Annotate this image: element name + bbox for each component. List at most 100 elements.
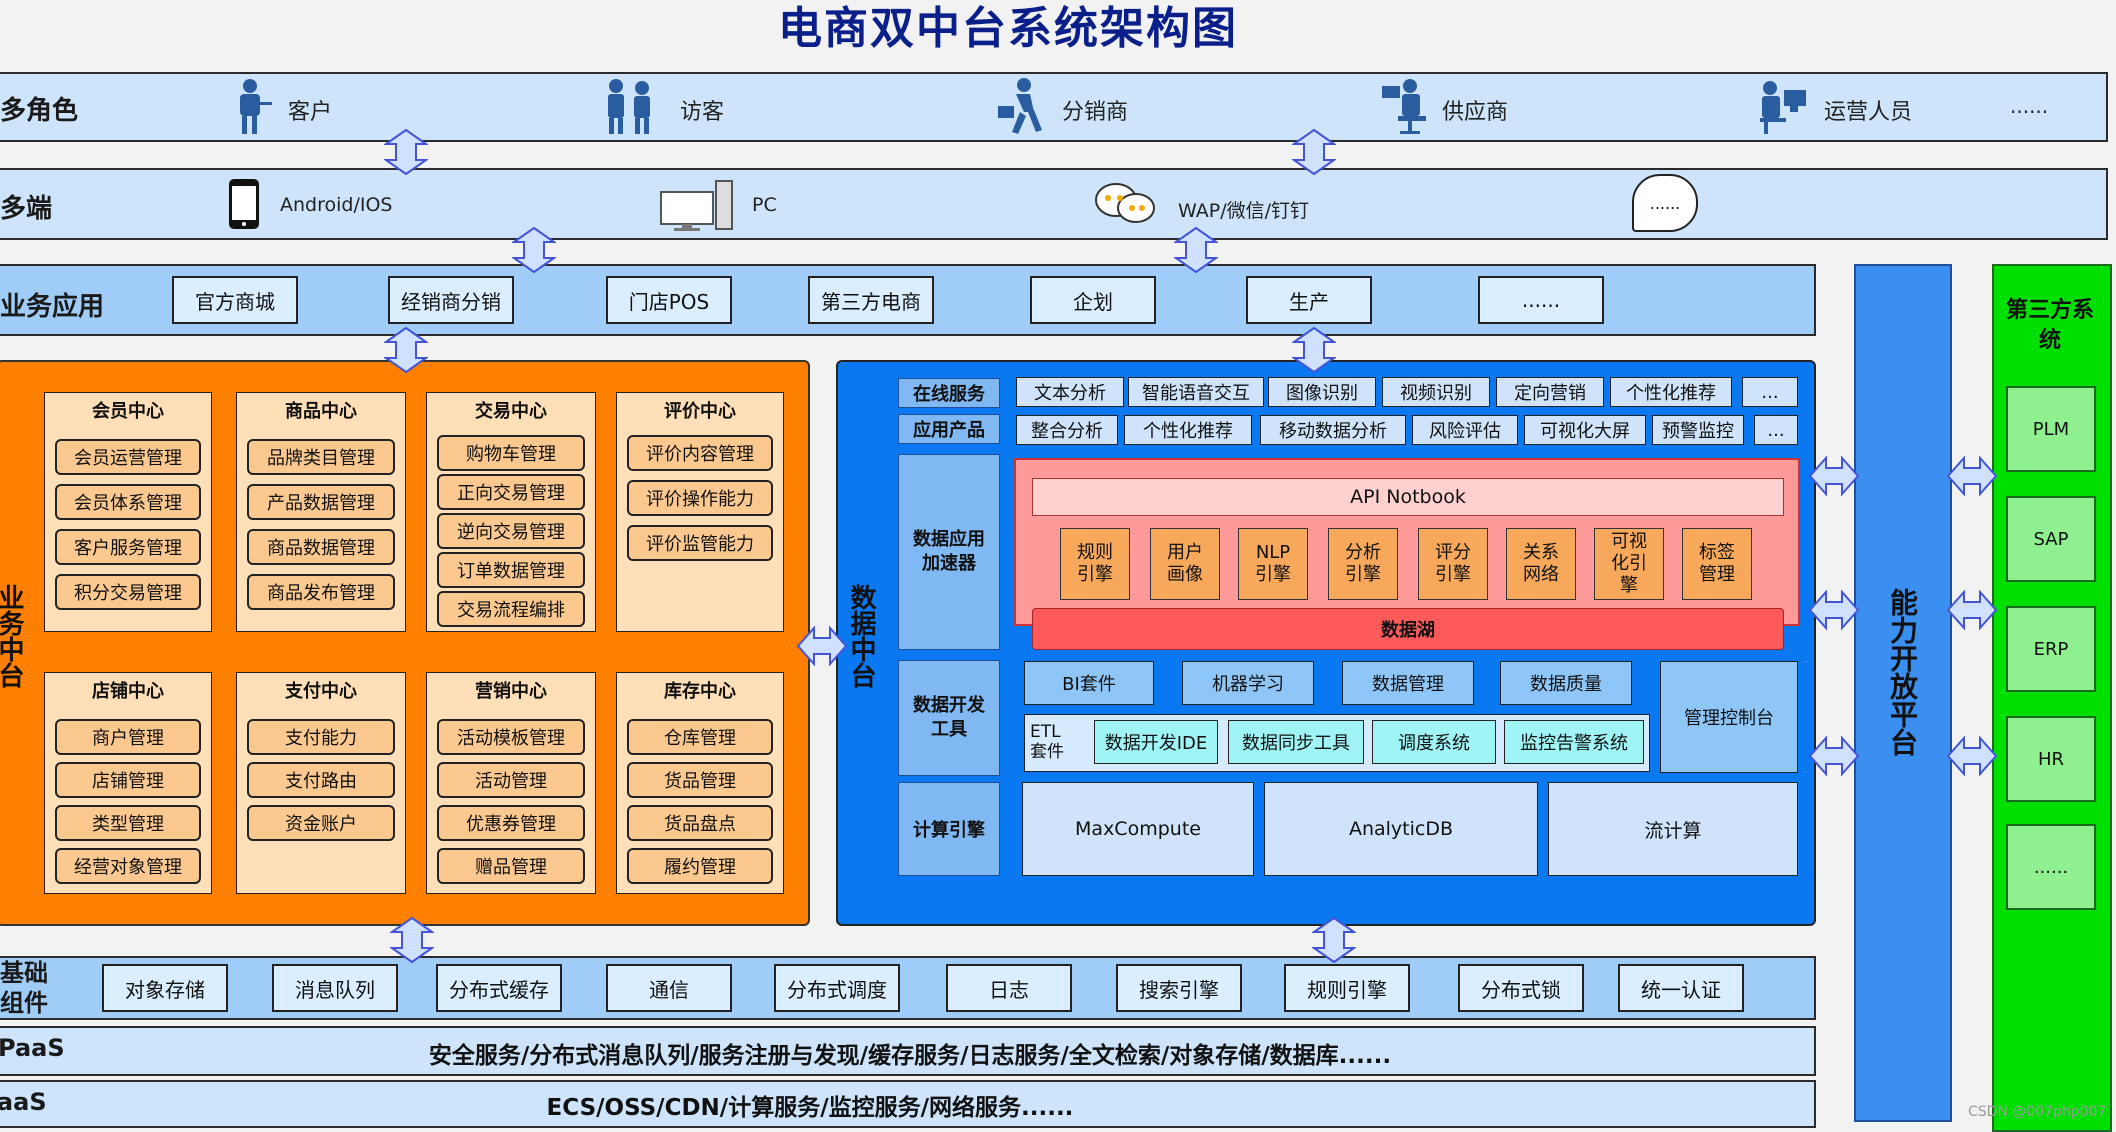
compute-maxcompute[interactable]: MaxCompute bbox=[1022, 782, 1254, 876]
inventory-item[interactable]: 仓库管理 bbox=[627, 719, 773, 755]
product-item[interactable]: 商品发布管理 bbox=[247, 574, 395, 610]
app-official-mall[interactable]: 官方商城 bbox=[172, 276, 298, 324]
app-more[interactable]: ...... bbox=[1478, 276, 1604, 324]
store-item[interactable]: 店铺管理 bbox=[55, 762, 201, 798]
devtool-item[interactable]: 数据管理 bbox=[1342, 661, 1474, 705]
engine-tag-management[interactable]: 标签管理 bbox=[1682, 528, 1752, 600]
engine-user-profile[interactable]: 用户画像 bbox=[1150, 528, 1220, 600]
terminal-more-bubble: ...... bbox=[1632, 174, 1698, 232]
devtool-item[interactable]: 数据质量 bbox=[1500, 661, 1632, 705]
product-item[interactable]: 产品数据管理 bbox=[247, 484, 395, 520]
arrow-terminals-apps-right bbox=[1174, 226, 1218, 274]
online-service-more[interactable]: ... bbox=[1742, 377, 1798, 407]
etl-item[interactable]: 数据同步工具 bbox=[1228, 720, 1364, 764]
online-service-item[interactable]: 视频识别 bbox=[1382, 377, 1490, 407]
app-product-item[interactable]: 整合分析 bbox=[1016, 415, 1118, 445]
base-component-item[interactable]: 搜索引擎 bbox=[1116, 964, 1242, 1012]
base-component-item[interactable]: 统一认证 bbox=[1618, 964, 1744, 1012]
store-item[interactable]: 商户管理 bbox=[55, 719, 201, 755]
customer-icon bbox=[240, 79, 272, 134]
app-production[interactable]: 生产 bbox=[1246, 276, 1372, 324]
online-service-item[interactable]: 定向营销 bbox=[1496, 377, 1604, 407]
compute-stream[interactable]: 流计算 bbox=[1548, 782, 1798, 876]
etl-item[interactable]: 调度系统 bbox=[1372, 720, 1496, 764]
third-party-hr[interactable]: HR bbox=[2006, 716, 2096, 802]
store-item[interactable]: 经营对象管理 bbox=[55, 848, 201, 884]
engine-nlp[interactable]: NLP引擎 bbox=[1238, 528, 1308, 600]
base-component-item[interactable]: 分布式锁 bbox=[1458, 964, 1584, 1012]
third-party-more[interactable]: ...... bbox=[2006, 824, 2096, 910]
devtool-item[interactable]: BI套件 bbox=[1024, 661, 1154, 705]
app-planning[interactable]: 企划 bbox=[1030, 276, 1156, 324]
trade-item[interactable]: 逆向交易管理 bbox=[437, 513, 585, 549]
etl-item[interactable]: 监控告警系统 bbox=[1504, 720, 1644, 764]
role-supplier: 供应商 bbox=[1378, 76, 1578, 138]
online-service-item[interactable]: 文本分析 bbox=[1016, 377, 1124, 407]
app-product-item[interactable]: 个性化推荐 bbox=[1124, 415, 1252, 445]
store-item[interactable]: 类型管理 bbox=[55, 805, 201, 841]
review-item[interactable]: 评价监管能力 bbox=[627, 525, 773, 561]
management-console[interactable]: 管理控制台 bbox=[1660, 661, 1798, 773]
review-item[interactable]: 评价操作能力 bbox=[627, 480, 773, 516]
marketing-item[interactable]: 赠品管理 bbox=[437, 848, 585, 884]
app-store-pos[interactable]: 门店POS bbox=[606, 276, 732, 324]
role-label: 访客 bbox=[680, 100, 725, 125]
product-item[interactable]: 品牌类目管理 bbox=[247, 439, 395, 475]
api-notebook[interactable]: API Notbook bbox=[1032, 478, 1784, 516]
engine-relation-network[interactable]: 关系网络 bbox=[1506, 528, 1576, 600]
payment-item[interactable]: 支付路由 bbox=[247, 762, 395, 798]
page-title: 电商双中台系统架构图 bbox=[778, 3, 1238, 54]
member-item[interactable]: 积分交易管理 bbox=[55, 574, 201, 610]
member-item[interactable]: 会员体系管理 bbox=[55, 484, 201, 520]
engine-analysis[interactable]: 分析引擎 bbox=[1328, 528, 1398, 600]
trade-item[interactable]: 订单数据管理 bbox=[437, 552, 585, 588]
marketing-item[interactable]: 活动管理 bbox=[437, 762, 585, 798]
app-product-item[interactable]: 风险评估 bbox=[1412, 415, 1518, 445]
etl-item[interactable]: 数据开发IDE bbox=[1094, 720, 1218, 764]
center-payment: 支付中心 支付能力 支付路由 资金账户 bbox=[236, 672, 406, 894]
inventory-item[interactable]: 货品盘点 bbox=[627, 805, 773, 841]
base-component-item[interactable]: 分布式缓存 bbox=[436, 964, 562, 1012]
center-title: 店铺中心 bbox=[92, 681, 164, 702]
payment-item[interactable]: 资金账户 bbox=[247, 805, 395, 841]
third-party-sap[interactable]: SAP bbox=[2006, 496, 2096, 582]
engine-scoring[interactable]: 评分引擎 bbox=[1418, 528, 1488, 600]
engine-rule[interactable]: 规则引擎 bbox=[1060, 528, 1130, 600]
review-item[interactable]: 评价内容管理 bbox=[627, 435, 773, 471]
base-component-item[interactable]: 消息队列 bbox=[272, 964, 398, 1012]
app-dealer-distribution[interactable]: 经销商分销 bbox=[388, 276, 514, 324]
member-item[interactable]: 客户服务管理 bbox=[55, 529, 201, 565]
product-item[interactable]: 商品数据管理 bbox=[247, 529, 395, 565]
center-title: 商品中心 bbox=[285, 401, 357, 422]
third-party-erp[interactable]: ERP bbox=[2006, 606, 2096, 692]
devtool-item[interactable]: 机器学习 bbox=[1182, 661, 1314, 705]
center-product: 商品中心 品牌类目管理 产品数据管理 商品数据管理 商品发布管理 bbox=[236, 392, 406, 632]
inventory-item[interactable]: 货品管理 bbox=[627, 762, 773, 798]
compute-analyticdb[interactable]: AnalyticDB bbox=[1264, 782, 1538, 876]
third-party-plm[interactable]: PLM bbox=[2006, 386, 2096, 472]
marketing-item[interactable]: 活动模板管理 bbox=[437, 719, 585, 755]
base-component-item[interactable]: 日志 bbox=[946, 964, 1072, 1012]
app-product-item[interactable]: 预警监控 bbox=[1652, 415, 1744, 445]
trade-item[interactable]: 购物车管理 bbox=[437, 435, 585, 471]
online-service-item[interactable]: 智能语音交互 bbox=[1128, 377, 1264, 407]
app-product-item[interactable]: 可视化大屏 bbox=[1524, 415, 1646, 445]
online-service-item[interactable]: 个性化推荐 bbox=[1610, 377, 1732, 407]
engine-visualization[interactable]: 可视化引擎 bbox=[1594, 528, 1664, 600]
trade-item[interactable]: 正向交易管理 bbox=[437, 474, 585, 510]
app-third-party-ecommerce[interactable]: 第三方电商 bbox=[808, 276, 934, 324]
base-component-item[interactable]: 规则引擎 bbox=[1284, 964, 1410, 1012]
base-component-item[interactable]: 对象存储 bbox=[102, 964, 228, 1012]
marketing-item[interactable]: 优惠券管理 bbox=[437, 805, 585, 841]
online-service-item[interactable]: 图像识别 bbox=[1268, 377, 1376, 407]
app-product-more[interactable]: ... bbox=[1754, 415, 1798, 445]
data-lake[interactable]: 数据湖 bbox=[1032, 608, 1784, 650]
member-item[interactable]: 会员运营管理 bbox=[55, 439, 201, 475]
inventory-item[interactable]: 履约管理 bbox=[627, 848, 773, 884]
base-component-item[interactable]: 分布式调度 bbox=[774, 964, 900, 1012]
paas-band bbox=[0, 1026, 1816, 1076]
base-component-item[interactable]: 通信 bbox=[606, 964, 732, 1012]
trade-item[interactable]: 交易流程编排 bbox=[437, 591, 585, 627]
app-product-item[interactable]: 移动数据分析 bbox=[1260, 415, 1406, 445]
payment-item[interactable]: 支付能力 bbox=[247, 719, 395, 755]
